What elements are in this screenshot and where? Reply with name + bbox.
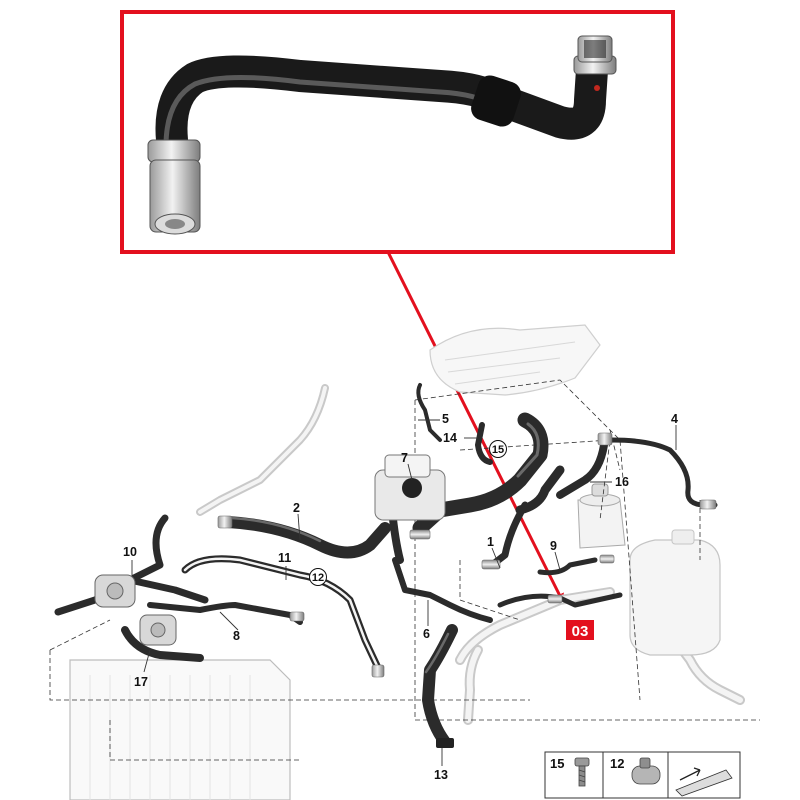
reservoir: [577, 483, 626, 549]
callout-leaders: [131, 419, 677, 766]
hose-13: [422, 624, 458, 748]
callout-17: 17: [134, 675, 148, 689]
zoomed-sleeve: [471, 75, 521, 127]
callout-2: 2: [293, 501, 300, 515]
aux-pump-17: [139, 614, 177, 646]
fittings: [94, 432, 717, 748]
svg-text:12: 12: [610, 756, 624, 771]
aux-pump-10: [94, 574, 136, 608]
callout-5: 5: [442, 412, 449, 426]
screw-icon: [574, 757, 590, 787]
hose-10: [54, 514, 169, 616]
callout-circled-12: 12: [309, 568, 327, 586]
hose-5: [416, 383, 442, 442]
callout-7: 7: [401, 451, 408, 465]
callout-6: 6: [423, 627, 430, 641]
highlight-badge: 03: [566, 620, 594, 640]
hose-14: [475, 422, 493, 465]
callout-1: 1: [487, 535, 494, 549]
zoomed-clamp-left: [147, 139, 201, 163]
callout-10: 10: [123, 545, 137, 559]
zoomed-part-view: [120, 10, 675, 254]
callout-9: 9: [550, 539, 557, 553]
svg-text:15: 15: [550, 756, 564, 771]
hose-clip-icon: [631, 757, 661, 785]
callout-16: 16: [615, 475, 629, 489]
hose-2: [222, 516, 391, 559]
callout-11: 11: [278, 551, 291, 565]
callout-numbers: 1 2 4 5 6 7 8 9 10 11 13 14 16 17 12 15: [123, 412, 678, 782]
svg-text:03: 03: [572, 623, 589, 640]
hose-16: [556, 441, 608, 499]
hose-8: [147, 602, 303, 625]
legend-item-screw: 15: [550, 756, 590, 787]
valve-7: [374, 454, 446, 521]
highlight-pointer: [386, 251, 564, 604]
callout-8: 8: [233, 629, 240, 643]
hose-9: [488, 501, 529, 569]
background-components: [69, 324, 745, 800]
wedge-arrow-icon: [675, 767, 733, 797]
legend-item-wedge: [675, 767, 733, 797]
hose-1: [412, 412, 549, 536]
callout-circled-15: 15: [489, 440, 507, 458]
hose-17: [121, 626, 204, 662]
callout-13: 13: [434, 768, 448, 782]
hose-6: [392, 557, 493, 623]
legend-item-hose-clip: 12: [610, 756, 661, 785]
svg-text:15: 15: [492, 444, 504, 456]
legend: 15 12: [544, 751, 741, 799]
svg-text:12: 12: [312, 572, 324, 584]
hose-4: [609, 437, 718, 508]
radiator: [69, 659, 291, 800]
expansion-tank: [629, 529, 721, 656]
callout-4: 4: [671, 412, 678, 426]
hoses: [54, 383, 718, 748]
callout-14: 14: [443, 431, 457, 445]
